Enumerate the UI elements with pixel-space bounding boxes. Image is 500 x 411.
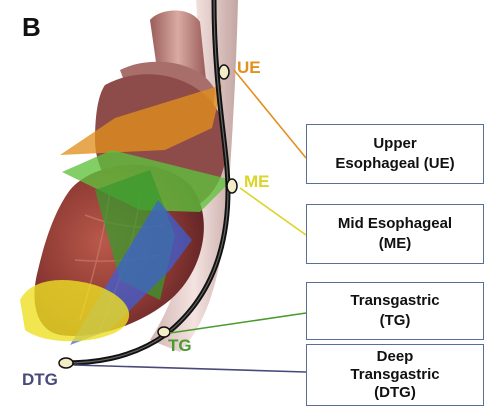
panel-label: B: [22, 12, 41, 42]
tg-leader-line: [169, 312, 307, 334]
ue-probe-tip: [218, 64, 230, 80]
dtg-tag: DTG: [22, 370, 58, 389]
me-tag: ME: [244, 172, 270, 191]
me-probe-tip: [226, 178, 238, 194]
dtg-label-box: Deep Transgastric (DTG): [306, 344, 484, 406]
tg-label-box: Transgastric (TG): [306, 282, 484, 340]
dtg-probe-tip: [58, 357, 74, 369]
tee-probe: [63, 0, 231, 366]
me-label-box: Mid Esophageal (ME): [306, 204, 484, 264]
me-leader-line: [239, 187, 307, 236]
ue-label-box: Upper Esophageal (UE): [306, 124, 484, 184]
ue-tag: UE: [237, 58, 261, 77]
tg-tag: TG: [168, 336, 192, 355]
dtg-plane-yellow: [20, 280, 130, 342]
ue-plane: [60, 85, 222, 155]
tg-probe-tip: [157, 326, 171, 338]
dtg-leader-line: [73, 364, 307, 373]
ue-leader-line: [233, 69, 307, 159]
